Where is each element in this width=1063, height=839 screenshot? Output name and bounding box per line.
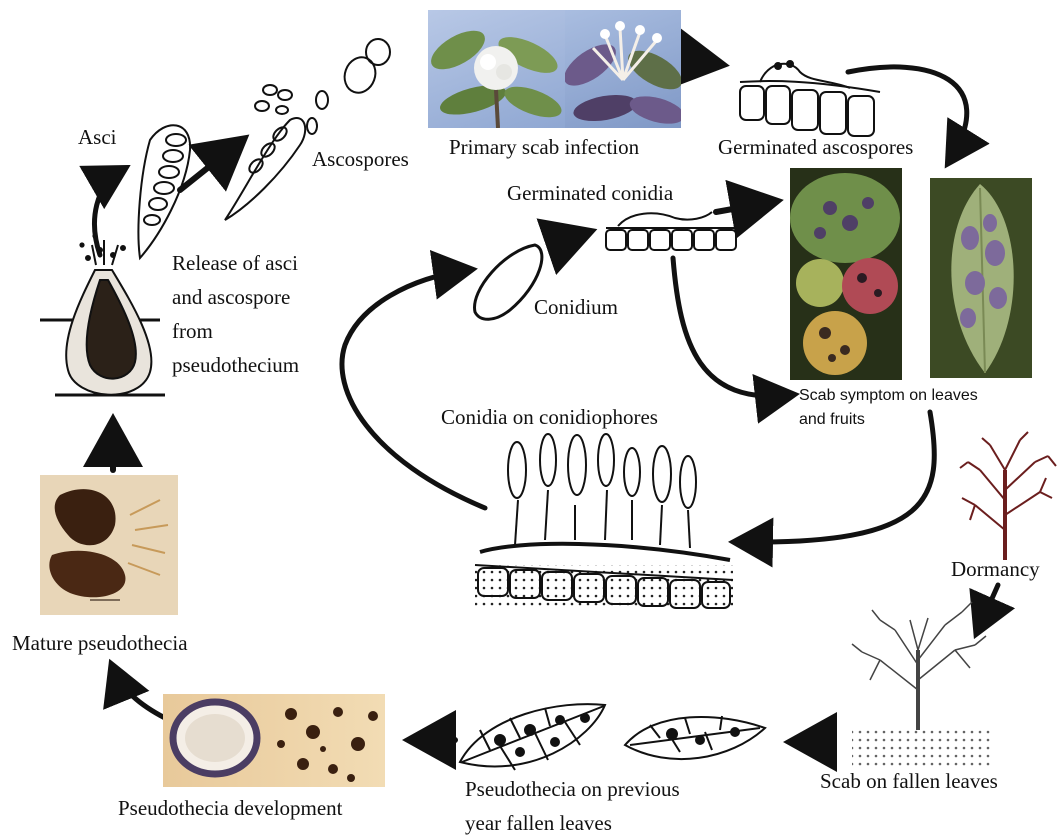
label-release-line-3: from <box>172 316 213 347</box>
arrow-development-to-mature <box>113 668 165 718</box>
fallen-leaves-ground <box>852 728 990 766</box>
label-scab-on-fallen-leaves: Scab on fallen leaves <box>820 766 998 797</box>
pseudothecium-illustration <box>40 234 165 395</box>
label-scab-symptom-line-2: and fruits <box>799 409 865 431</box>
bare-tree-illustration <box>852 602 986 730</box>
fallen-leaf-large <box>460 704 605 770</box>
germinated-conidia-illustration <box>606 212 740 250</box>
fallen-leaf-small <box>625 716 765 759</box>
label-pseudothecia-development: Pseudothecia development <box>118 793 343 824</box>
label-conidia-on-conidiophores: Conidia on conidiophores <box>441 402 658 433</box>
scab-symptom-fruits-photo <box>790 168 902 380</box>
label-primary-scab-infection: Primary scab infection <box>449 132 639 163</box>
label-mature-pseudothecia: Mature pseudothecia <box>12 628 188 659</box>
conidium-illustration <box>475 245 542 319</box>
label-pseudothecia-previous-line-1: Pseudothecia on previous <box>465 774 680 805</box>
arrow-dormancy-to-bare-tree <box>978 585 998 630</box>
arrow-conidiophores-to-conidium <box>342 270 485 508</box>
label-release-line-1: Release of asci <box>172 248 298 279</box>
label-pseudothecia-previous-line-2: year fallen leaves <box>465 808 612 839</box>
arrow-primary-to-germinated <box>690 60 718 64</box>
label-release-line-2: and ascospore <box>172 282 290 313</box>
mature-pseudothecia-photo <box>40 475 178 615</box>
label-scab-symptom-line-1: Scab symptom on leaves <box>799 385 978 407</box>
arrow-conidium-to-germinated-conidia <box>557 233 586 243</box>
primary-scab-photo-1 <box>428 10 565 128</box>
pseudothecia-development-photo <box>163 694 385 787</box>
label-germinated-ascospores: Germinated ascospores <box>718 132 913 163</box>
label-dormancy: Dormancy <box>951 554 1040 585</box>
arrow-germinated-conidia-down-to-symptom <box>673 258 790 396</box>
label-conidium: Conidium <box>534 292 618 323</box>
arrow-germinated-conidia-to-symptom <box>716 202 772 212</box>
label-ascospores: Ascospores <box>312 144 409 175</box>
label-germinated-conidia: Germinated conidia <box>507 178 673 209</box>
arrow-asci-to-ascospores <box>180 142 240 190</box>
dormant-tree-illustration <box>960 432 1056 560</box>
label-asci: Asci <box>78 122 117 153</box>
scab-symptom-leaf-photo <box>930 178 1032 378</box>
arrow-pseudothecium-to-asci <box>95 170 122 255</box>
label-release-line-4: pseudothecium <box>172 350 299 381</box>
primary-scab-photo-2 <box>565 10 681 128</box>
conidiophores-illustration <box>475 434 733 610</box>
released-ascospores-illustration <box>225 39 390 220</box>
arrow-symptom-to-conidiophores <box>738 412 934 542</box>
